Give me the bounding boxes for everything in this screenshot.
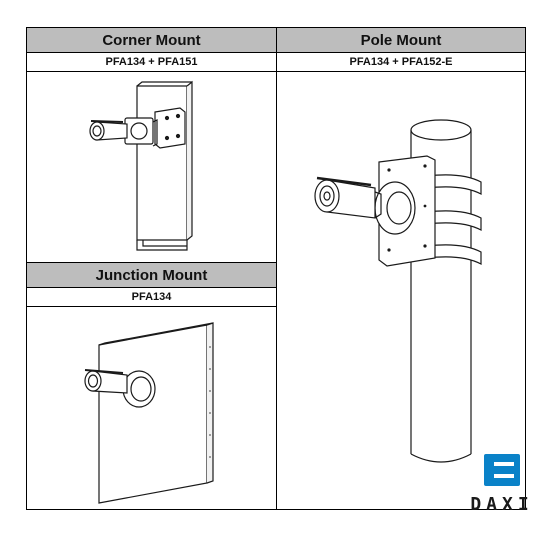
table-divider-center <box>276 27 277 510</box>
corner-mount-illustration <box>89 80 193 251</box>
brand-watermark: DAXI <box>452 450 552 520</box>
junction-mount-title: Junction Mount <box>95 266 208 284</box>
table-border-right <box>525 27 526 510</box>
corner-mount-header: Corner Mount <box>27 28 276 53</box>
junction-mount-header: Junction Mount <box>27 263 276 288</box>
corner-mount-title: Corner Mount <box>102 31 201 49</box>
junction-mount-parts-text: PFA134 <box>131 291 172 303</box>
pole-mount-header: Pole Mount <box>277 28 525 53</box>
pole-mount-parts-text: PFA134 + PFA152-E <box>349 56 453 68</box>
junction-mount-parts: PFA134 <box>27 288 276 306</box>
junction-mount-illustration <box>84 322 214 504</box>
subheader-divider <box>26 71 526 72</box>
corner-mount-parts-text: PFA134 + PFA151 <box>105 56 198 68</box>
brand-watermark-text: DAXI <box>470 494 534 515</box>
pole-mount-illustration <box>314 119 482 463</box>
corner-mount-parts: PFA134 + PFA151 <box>27 53 276 71</box>
brand-logo-icon <box>484 454 520 486</box>
junction-top-border <box>26 262 277 263</box>
table-border-left <box>26 27 27 510</box>
pole-mount-parts: PFA134 + PFA152-E <box>277 53 525 71</box>
pole-mount-title: Pole Mount <box>360 31 442 49</box>
junction-parts-divider <box>26 306 277 307</box>
